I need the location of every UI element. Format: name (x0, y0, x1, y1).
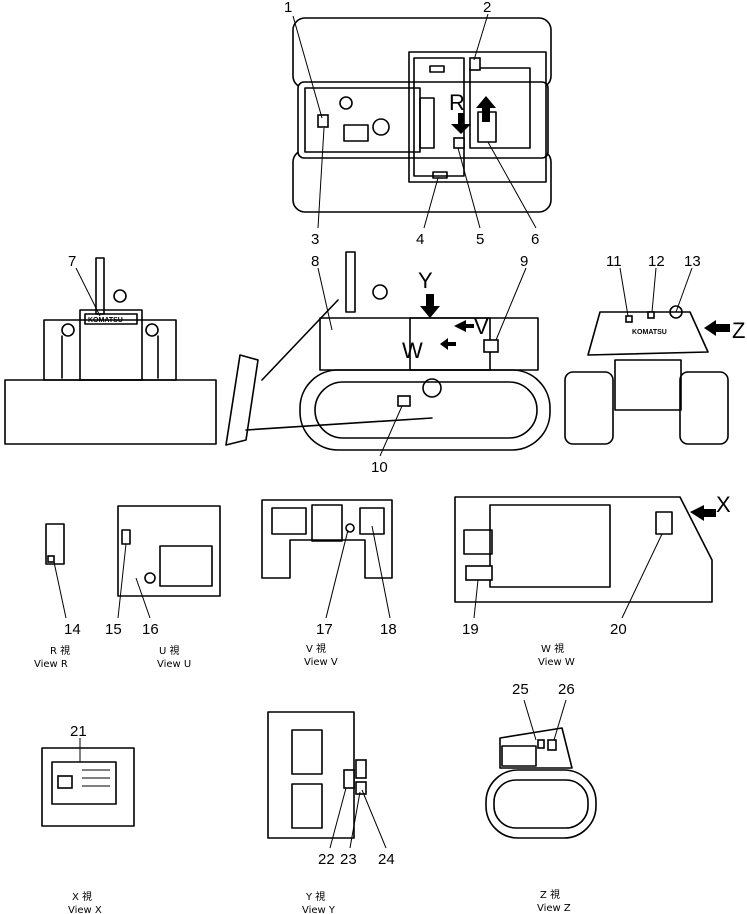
rear-view-tractor: KOMATSU Z (564, 305, 745, 445)
view-v-detail (261, 499, 393, 579)
front-view-tractor: KOMATSU (4, 257, 217, 445)
callout-16: 16 (142, 621, 159, 638)
view-letter-r: R (449, 90, 465, 115)
callout-3: 3 (311, 231, 319, 248)
caption-v-jp: V 視 (306, 642, 326, 655)
side-view-tractor: Y V W (225, 251, 551, 451)
callout-7: 7 (68, 253, 76, 270)
callout-numbers: 1 2 3 4 5 6 7 8 9 10 11 12 13 14 15 16 1… (64, 0, 701, 868)
caption-y-en: View Y (302, 905, 336, 914)
caption-y-jp: Y 視 (305, 890, 325, 903)
view-captions: R 視 View R U 視 View U V 視 View V W 視 Vie… (34, 642, 575, 914)
view-letter-v: V (474, 314, 489, 339)
view-u-detail (117, 505, 221, 597)
view-r-detail (45, 523, 65, 565)
caption-w-jp: W 視 (541, 642, 564, 655)
caption-r-jp: R 視 (50, 644, 70, 657)
callout-25: 25 (512, 681, 529, 698)
caption-x-jp: X 視 (72, 890, 92, 903)
callout-10: 10 (371, 459, 388, 476)
callout-6: 6 (531, 231, 539, 248)
callout-4: 4 (416, 231, 424, 248)
brand-label-front: KOMATSU (88, 317, 123, 324)
callout-18: 18 (380, 621, 397, 638)
callout-15: 15 (105, 621, 122, 638)
callout-8: 8 (311, 253, 319, 270)
caption-u-en: View U (157, 659, 191, 670)
callout-17: 17 (316, 621, 333, 638)
callout-2: 2 (483, 0, 491, 16)
view-w-detail: X (454, 492, 731, 603)
view-letter-z: Z (732, 318, 745, 343)
callout-19: 19 (462, 621, 479, 638)
callout-23: 23 (340, 851, 357, 868)
callout-11: 11 (606, 253, 622, 270)
callout-14: 14 (64, 621, 81, 638)
top-view-tractor: R (292, 17, 552, 213)
callout-1: 1 (284, 0, 292, 16)
caption-z-en: View Z (537, 903, 571, 914)
callout-9: 9 (520, 253, 528, 270)
callout-12: 12 (648, 253, 665, 270)
view-z-detail (485, 727, 597, 839)
caption-x-en: View X (68, 905, 102, 914)
view-x-detail (41, 747, 135, 827)
view-y-detail (267, 711, 367, 839)
leader-lines (53, 13, 693, 849)
caption-w-en: View W (538, 657, 575, 668)
caption-v-en: View V (304, 657, 338, 668)
callout-5: 5 (476, 231, 484, 248)
caption-r-en: View R (34, 659, 68, 670)
caption-u-jp: U 視 (159, 644, 180, 657)
callout-13: 13 (684, 253, 701, 270)
callout-26: 26 (558, 681, 575, 698)
view-letter-y: Y (418, 268, 433, 293)
brand-label-rear: KOMATSU (632, 329, 667, 336)
callout-20: 20 (610, 621, 627, 638)
view-letter-x: X (716, 492, 731, 517)
callout-24: 24 (378, 851, 395, 868)
callout-21: 21 (70, 723, 87, 740)
view-letter-w: W (402, 338, 423, 363)
callout-22: 22 (318, 851, 335, 868)
caption-z-jp: Z 視 (540, 888, 560, 901)
